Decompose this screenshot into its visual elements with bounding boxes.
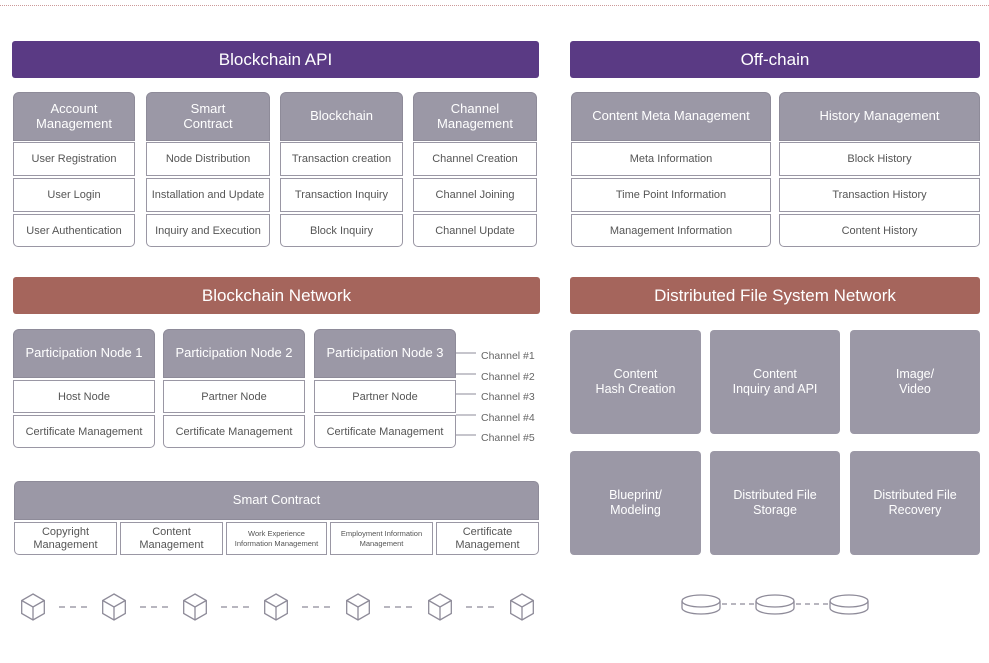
dfs-tile: Distributed File Storage (710, 451, 840, 555)
offchain-item: Meta Information (571, 142, 771, 176)
smart-contract-item: Content Management (120, 522, 223, 555)
cube-icon (21, 593, 45, 621)
cube-icon (102, 593, 126, 621)
node-item: Host Node (13, 380, 155, 413)
cube-icon (428, 593, 452, 621)
api-item: User Registration (13, 142, 135, 176)
history-management-header: History Management (779, 92, 980, 141)
dfs-tile: Content Hash Creation (570, 330, 701, 434)
api-item: User Authentication (13, 214, 135, 247)
channel-management-header: Channel Management (413, 92, 537, 141)
channel-label: Channel #3 (481, 391, 535, 403)
cube-icon (264, 593, 288, 621)
block-chain (21, 593, 534, 621)
node-item: Certificate Management (163, 415, 305, 448)
participation-node-2-header: Participation Node 2 (163, 329, 305, 378)
disk-icon (681, 594, 721, 615)
smart-contract-item: Copyright Management (14, 522, 117, 555)
top-divider (0, 5, 989, 6)
api-item: Block Inquiry (280, 214, 403, 247)
offchain-item: Block History (779, 142, 980, 176)
participation-node-3-header: Participation Node 3 (314, 329, 456, 378)
api-item: Channel Update (413, 214, 537, 247)
participation-node-1-header: Participation Node 1 (13, 329, 155, 378)
offchain-item: Management Information (571, 214, 771, 247)
smart-contract-item: Employment Information Management (330, 522, 433, 555)
content-meta-management-header: Content Meta Management (571, 92, 771, 141)
node-item: Partner Node (163, 380, 305, 413)
api-item: Node Distribution (146, 142, 270, 176)
api-item: Channel Joining (413, 178, 537, 212)
channel-label: Channel #2 (481, 371, 535, 383)
cube-icon (183, 593, 207, 621)
smart-contract-bar: Smart Contract (14, 481, 539, 520)
offchain-item: Content History (779, 214, 980, 247)
dfs-tile: Distributed File Recovery (850, 451, 980, 555)
dfs-tile: Image/ Video (850, 330, 980, 434)
channel-label: Channel #5 (481, 432, 535, 444)
disk-icon (755, 594, 795, 615)
api-item: User Login (13, 178, 135, 212)
node-item: Certificate Management (314, 415, 456, 448)
smart-contract-item: Certificate Management (436, 522, 539, 555)
channel-label: Channel #4 (481, 412, 535, 424)
blockchain-network-header: Blockchain Network (13, 277, 540, 314)
dfs-tile: Content Inquiry and API (710, 330, 840, 434)
smart-contract-item: Work Experience Information Management (226, 522, 327, 555)
cube-icon (346, 593, 370, 621)
blockchain-api-title: Blockchain API (218, 49, 333, 69)
blockchain-header: Blockchain (280, 92, 403, 141)
api-item: Inquiry and Execution (146, 214, 270, 247)
disk-icon (829, 594, 869, 615)
account-management-header: Account Management (13, 92, 135, 141)
channel-connectors (456, 352, 476, 436)
off-chain-title: Off-chain (740, 49, 810, 69)
api-item: Installation and Update (146, 178, 270, 212)
blockchain-api-header: Blockchain API (12, 41, 539, 78)
channel-label: Channel #1 (481, 350, 535, 362)
offchain-item: Transaction History (779, 178, 980, 212)
dfs-tile: Blueprint/ Modeling (570, 451, 701, 555)
api-item: Transaction Inquiry (280, 178, 403, 212)
node-item: Partner Node (314, 380, 456, 413)
node-item: Certificate Management (13, 415, 155, 448)
storage-chain (681, 594, 869, 615)
off-chain-header: Off-chain (570, 41, 980, 78)
api-item: Channel Creation (413, 142, 537, 176)
smart-contract-header: Smart Contract (146, 92, 270, 141)
dfs-network-title: Distributed File System Network (654, 285, 896, 305)
cube-icon (510, 593, 534, 621)
blockchain-network-title: Blockchain Network (201, 285, 352, 305)
offchain-item: Time Point Information (571, 178, 771, 212)
api-item: Transaction creation (280, 142, 403, 176)
dfs-network-header: Distributed File System Network (570, 277, 980, 314)
